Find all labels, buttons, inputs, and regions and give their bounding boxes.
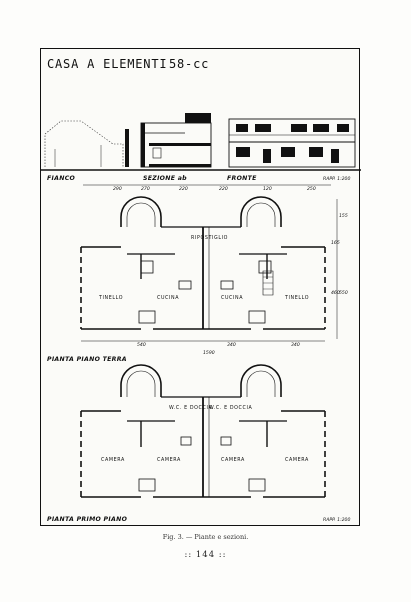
total-width: 1590 <box>203 350 215 356</box>
plate-title-code: 58-cc <box>169 57 209 71</box>
plate-title: CASA A ELEMENTI <box>47 57 167 71</box>
room-ripostiglio: RIPOSTIGLIO <box>191 235 228 241</box>
room-cucina-left: CUCINA <box>157 295 179 301</box>
vdim-2: 165 <box>331 240 340 246</box>
vdim-4: 550 <box>339 290 348 296</box>
room-camera-1: CAMERA <box>101 457 125 463</box>
vdim-3: 460 <box>331 290 340 296</box>
dim-top-3: 220 <box>179 186 188 192</box>
page-number: :: 144 :: <box>184 550 227 560</box>
section-ab <box>125 113 212 168</box>
dim-bottom-1: 540 <box>137 342 146 348</box>
dim-top-1: 290 <box>113 186 122 192</box>
dim-top-2: 270 <box>141 186 150 192</box>
dim-top-5: 120 <box>263 186 272 192</box>
dim-top-4: 220 <box>219 186 228 192</box>
label-sezione: SEZIONE ab <box>143 175 187 182</box>
front-elevation <box>228 118 356 168</box>
dim-bottom-3: 340 <box>291 342 300 348</box>
dim-bottom-2: 340 <box>227 342 236 348</box>
side-elevation <box>44 120 124 167</box>
room-camera-2: CAMERA <box>157 457 181 463</box>
dim-top-6: 250 <box>307 186 316 192</box>
first-floor-plan <box>80 364 326 498</box>
vdim-1: 155 <box>339 213 348 219</box>
room-camera-4: CAMERA <box>285 457 309 463</box>
ground-floor-plan <box>80 196 326 330</box>
plan-drawing: CASA A ELEMENTI 58-cc <box>41 57 361 523</box>
architectural-plate: CASA A ELEMENTI 58-cc <box>40 48 361 526</box>
label-first-floor: PIANTA PRIMO PIANO <box>47 516 128 523</box>
figure-caption: Fig. 3. — Piante e sezioni. <box>162 533 249 541</box>
label-fianco: FIANCO <box>47 175 76 182</box>
room-wc-left: W.C. E DOCCIA <box>169 405 212 411</box>
label-ground-floor: PIANTA PIANO TERRA <box>47 356 127 363</box>
scale-bottom: RAPP. 1:200 <box>323 517 350 523</box>
room-tinello-right: TINELLO <box>284 295 309 301</box>
scale-top: RAPP. 1:200 <box>323 176 350 182</box>
room-wc-right: W.C. E DOCCIA <box>209 405 252 411</box>
label-fronte: FRONTE <box>227 175 257 182</box>
room-camera-3: CAMERA <box>221 457 245 463</box>
room-tinello-left: TINELLO <box>98 295 123 301</box>
room-cucina-right: CUCINA <box>221 295 243 301</box>
